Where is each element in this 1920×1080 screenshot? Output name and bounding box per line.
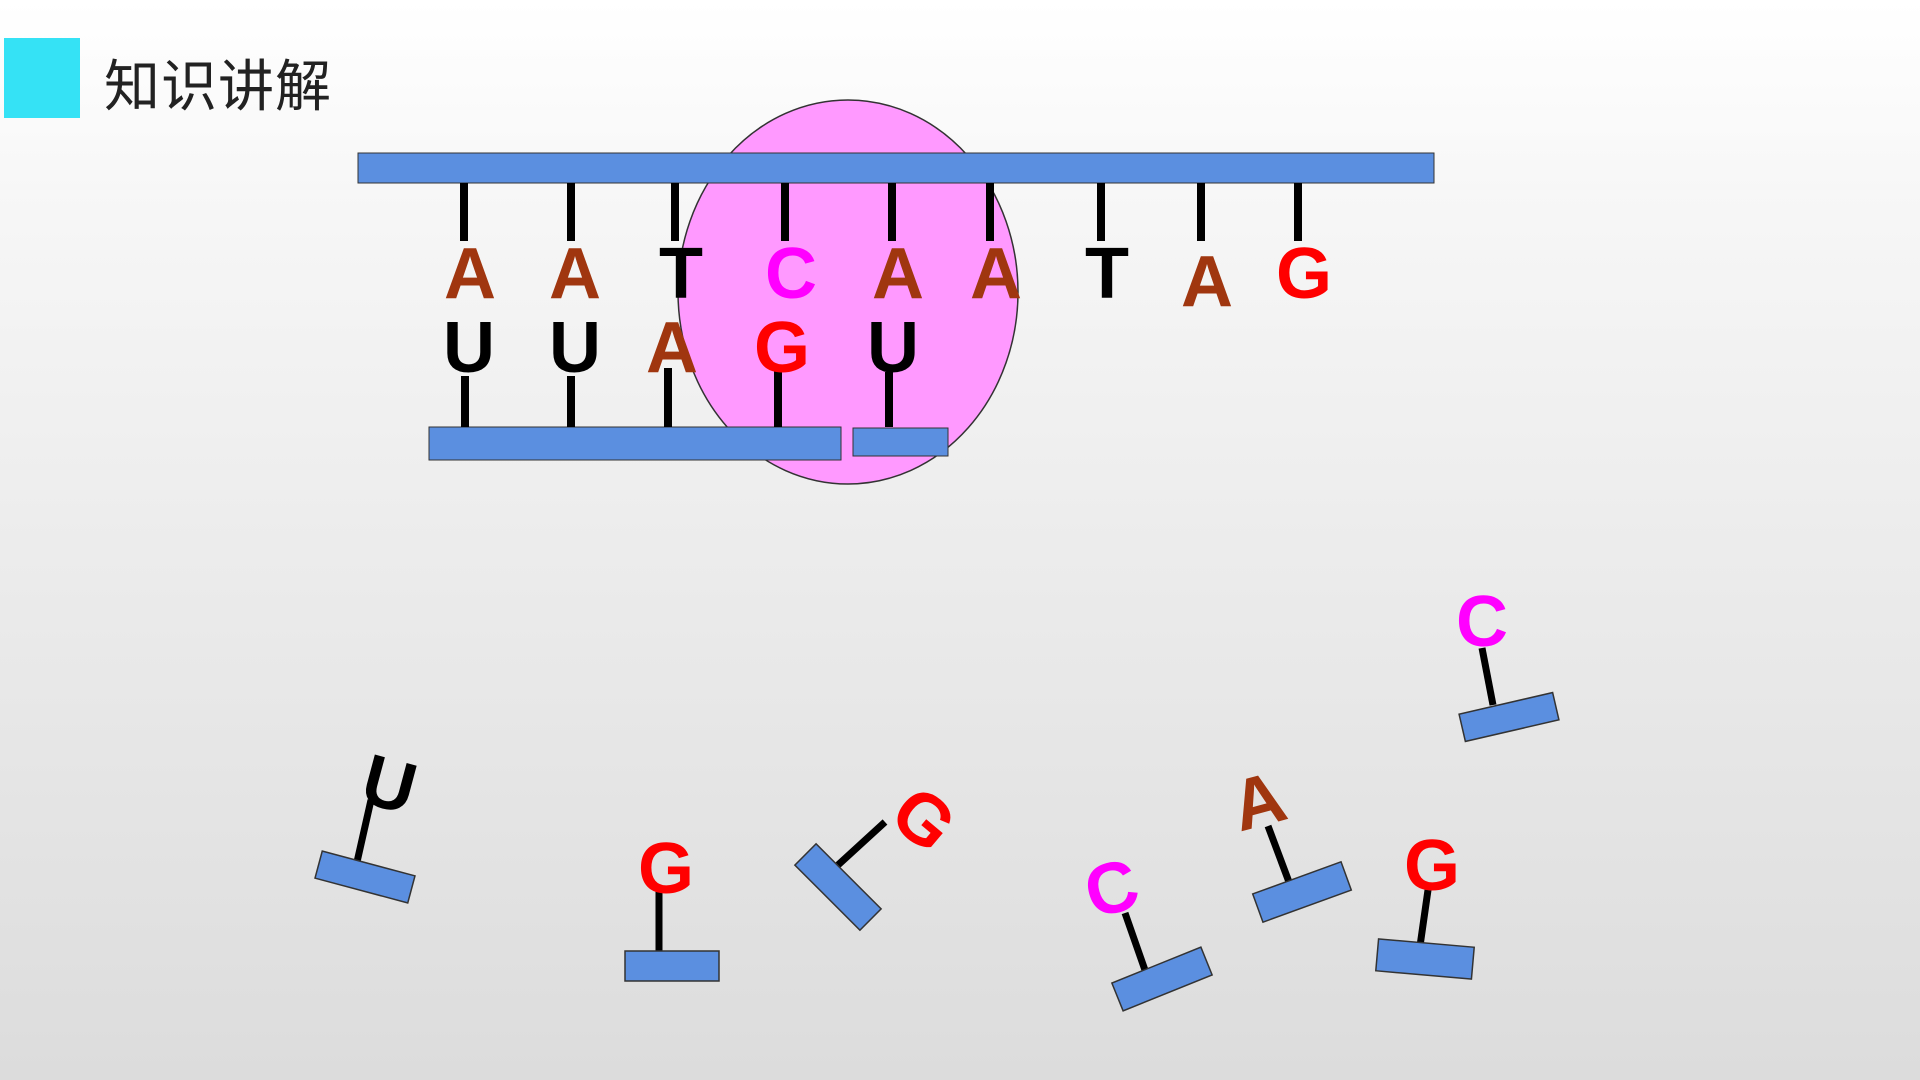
free-stick xyxy=(353,799,375,863)
dna-base-A: A xyxy=(549,234,601,314)
free-base-C: C xyxy=(1076,843,1147,934)
free-stick xyxy=(835,819,888,868)
free-backbone xyxy=(624,950,720,982)
free-base-G: G xyxy=(638,829,694,909)
ribosome-ellipse xyxy=(677,99,1019,485)
mrna-backbone xyxy=(428,426,842,461)
free-base-A: A xyxy=(1223,756,1294,847)
dna-base-C: C xyxy=(765,234,817,314)
dna-base-T: T xyxy=(659,234,703,314)
dna-base-G: G xyxy=(1276,234,1332,314)
dna-base-A: A xyxy=(970,234,1022,314)
free-nucleotide-C: C xyxy=(1456,582,1560,743)
free-base-G: G xyxy=(1404,826,1460,906)
title-accent-square xyxy=(4,38,80,118)
dna-base-A: A xyxy=(1181,242,1233,322)
dna-backbone xyxy=(357,152,1435,184)
dna-base-T: T xyxy=(1085,234,1129,314)
mrna-base-U: U xyxy=(443,308,495,388)
free-stick xyxy=(1264,824,1293,884)
dna-base-A: A xyxy=(872,234,924,314)
free-nucleotide-C: C xyxy=(1076,843,1214,1012)
free-backbone xyxy=(314,850,416,904)
free-backbone xyxy=(793,842,883,932)
free-backbone xyxy=(1374,938,1476,980)
free-backbone xyxy=(1110,946,1214,1012)
free-stick xyxy=(1121,911,1150,975)
free-nucleotide-U: U xyxy=(314,739,425,904)
free-nucleotide-A: A xyxy=(1223,756,1353,924)
mrna-base-G: G xyxy=(754,308,810,388)
free-stick xyxy=(1478,647,1497,706)
free-nucleotide-G: G xyxy=(1374,826,1476,980)
dna-base-A: A xyxy=(444,234,496,314)
page-title: 知识讲解 xyxy=(104,55,332,120)
free-nucleotide-G: G xyxy=(624,829,720,982)
mrna-base-U: U xyxy=(867,308,919,388)
mrna-base-A: A xyxy=(646,308,698,388)
free-nucleotide-G: G xyxy=(793,771,971,932)
mrna-backbone-new xyxy=(852,427,949,457)
free-backbone xyxy=(1458,691,1560,743)
free-base-U: U xyxy=(354,739,425,830)
free-backbone xyxy=(1251,860,1353,924)
mrna-base-U: U xyxy=(549,308,601,388)
free-base-C: C xyxy=(1456,582,1508,662)
free-base-G: G xyxy=(876,771,970,868)
free-stick xyxy=(1416,889,1432,947)
